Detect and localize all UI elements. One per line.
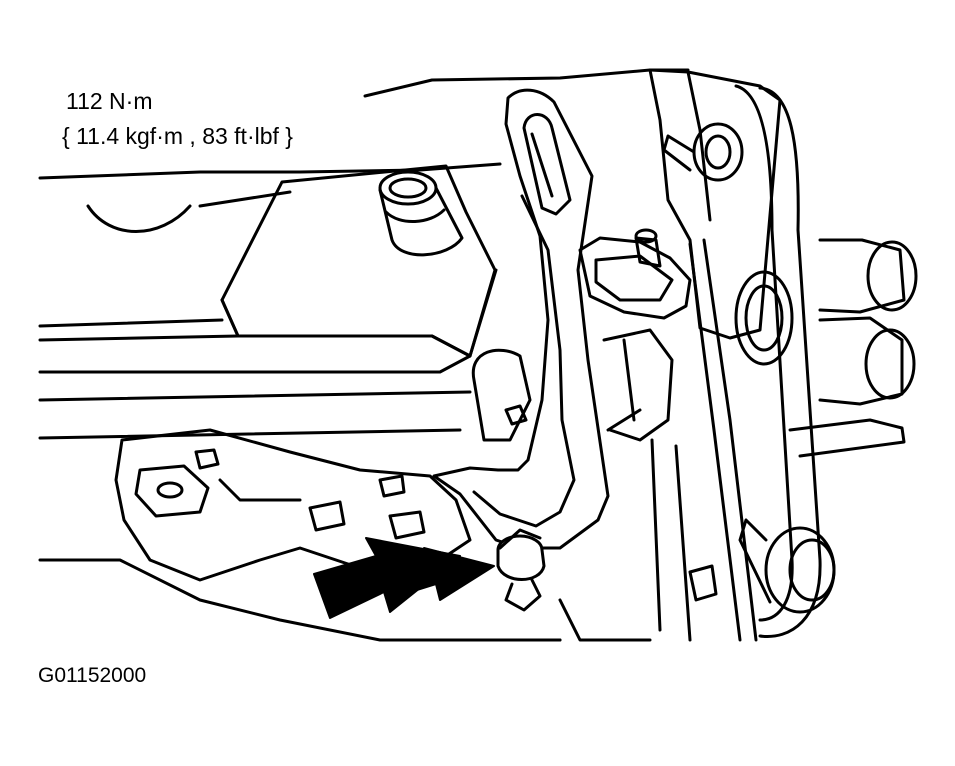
bracket-inner-edge [472,194,576,528]
manifold-hole [156,481,184,499]
torque-conversion-label: { 11.4 kgf·m , 83 ft·lbf } [62,123,293,149]
drive-belt-outer [758,86,822,638]
small-bolt-right [688,564,718,602]
bracket-nut-body [496,548,546,581]
mount-stud-top [634,228,658,244]
manifold-stud-1 [194,448,220,470]
middle-boss [471,348,532,442]
left-cutout [86,204,192,233]
mount-linkage [578,236,692,320]
figure-id-label: G01152000 [38,664,147,687]
rail-line-1 [38,318,224,328]
valve-cover-inner [220,298,240,338]
crank-bolt-washer [764,526,836,614]
torque-value-label: 112 N·m [66,88,153,114]
middle-block [602,328,674,442]
crank-bolt-head [788,538,836,602]
engine-bracket [432,88,610,550]
manifold-flange [134,464,210,518]
engine-top-edge [363,68,690,98]
stud [504,578,542,612]
accessory-lower-cap [864,328,916,400]
bracket-nut-face [498,528,542,550]
breather-pipe-ring [384,208,446,224]
tensioner-bolt-inner [704,134,732,170]
rail-line-2 [38,334,240,342]
valve-cover [220,164,497,358]
tensioner-bolt-shaft [662,134,696,172]
rail-line-4 [38,390,472,402]
bracket-slot-inner [530,132,554,198]
bracket-slot [522,113,572,216]
drive-belt-left [702,238,758,642]
breather-pipe-body [378,186,464,257]
accessory-housing-right [818,238,906,314]
upper-block-edge [686,70,712,222]
accessory-foot-right [788,418,906,458]
upper-block [648,68,782,340]
vertical-member-1 [650,438,662,632]
idler-pulley [734,270,794,366]
accessory-cap-right [866,240,918,312]
idler-pulley-inner [744,284,784,352]
manifold-stud-4 [378,474,406,498]
middle-boss-bolt [504,404,528,426]
manifold-line [218,478,302,502]
vertical-member-2 [674,444,692,642]
middle-block-ridge [622,338,636,422]
valve-cover-ridge [430,268,498,358]
drive-belt-inner [734,84,794,622]
drive-belt-left2 [688,242,742,642]
bottom-edge [558,598,652,642]
manifold-stud-3 [388,510,426,540]
accessory-lower-right [818,316,904,406]
pointer-arrow-2 [391,547,495,601]
crank-bolt-shaft [738,518,772,604]
breather-pipe-top [378,170,438,206]
breather-pipe-inner [388,177,428,199]
mount-stud [634,236,662,268]
rail-line-3 [38,354,472,374]
rail-line-5 [38,428,462,440]
manifold-stud-2 [308,500,346,532]
